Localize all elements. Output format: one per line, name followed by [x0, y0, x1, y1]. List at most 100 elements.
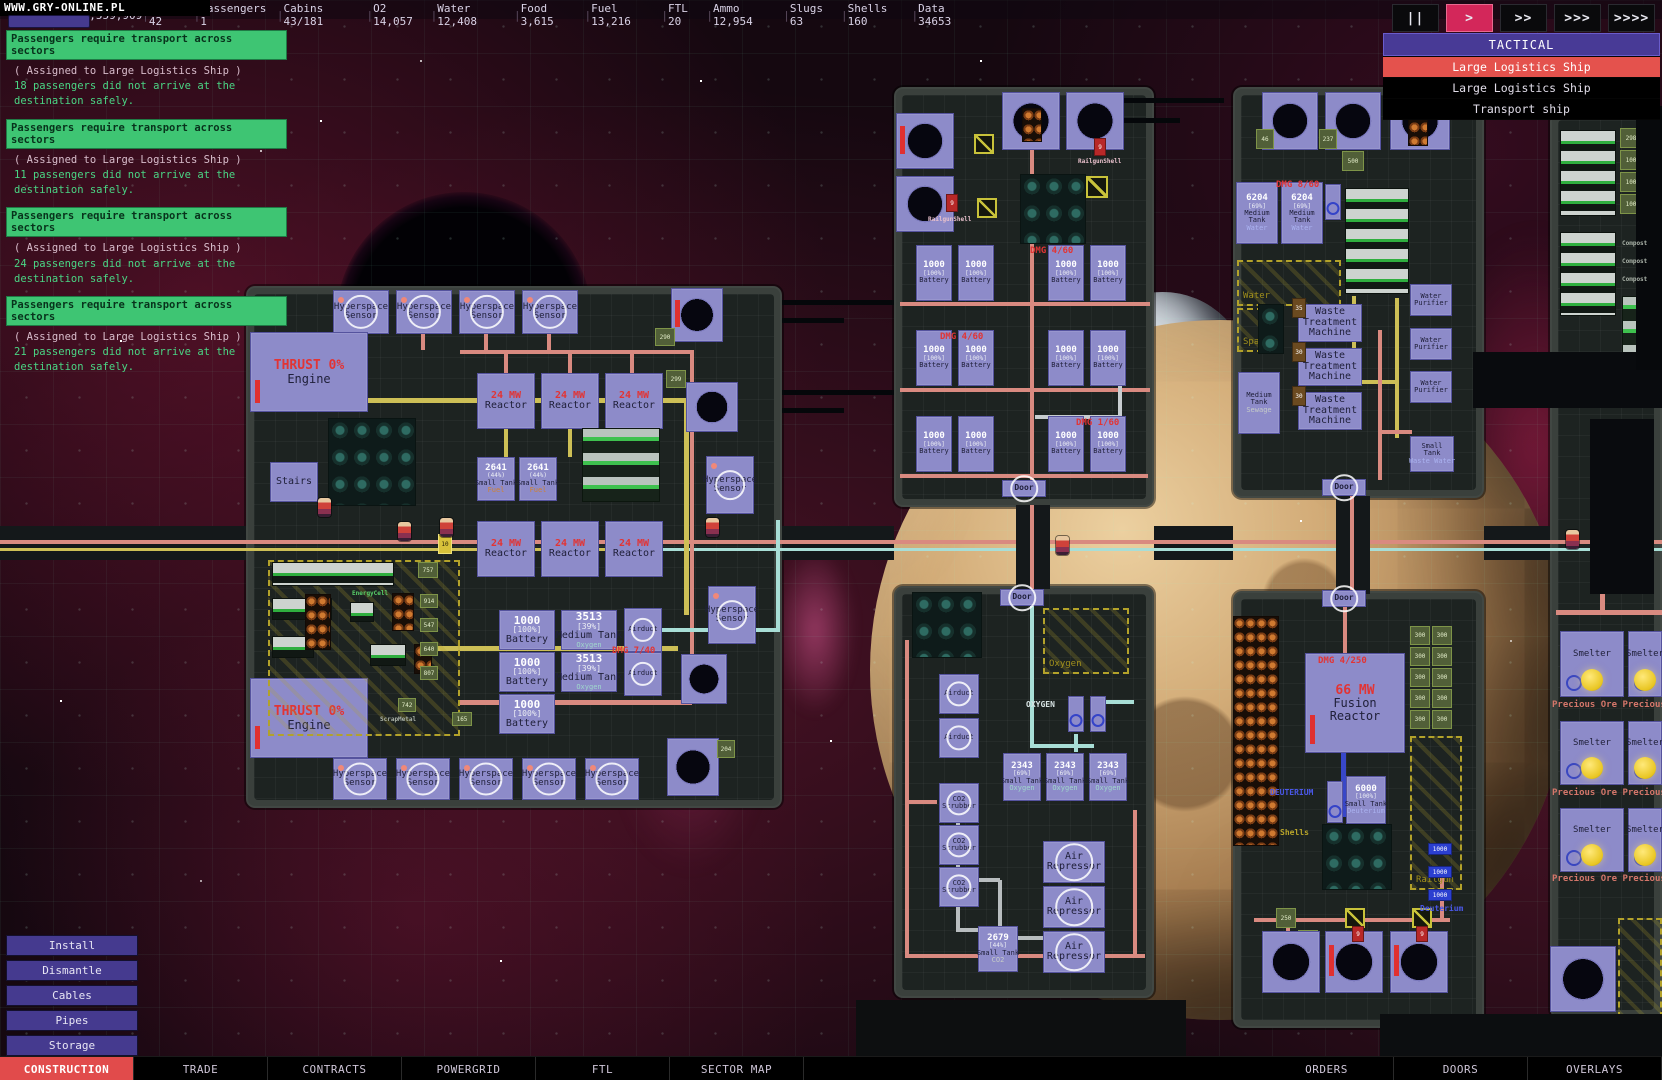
airlock[interactable] [1262, 92, 1318, 150]
tab-sector-map[interactable]: SECTOR MAP [670, 1057, 804, 1080]
machinery-rack[interactable] [328, 418, 416, 506]
crew-member[interactable] [1566, 530, 1579, 549]
time-speed-button[interactable]: || [1392, 4, 1439, 32]
storage-rack[interactable] [350, 602, 374, 622]
notification-card[interactable]: Passengers require transport across sect… [6, 118, 287, 201]
storage-rack[interactable] [1560, 232, 1616, 316]
storage-rack[interactable] [370, 644, 406, 666]
module-1000-100-battery[interactable]: 1000[100%]Battery [1048, 416, 1084, 472]
tab-orders[interactable]: ORDERS [1260, 1057, 1394, 1080]
airlock[interactable] [667, 738, 719, 796]
module-1000-100-battery[interactable]: 1000[100%]Battery [958, 330, 994, 386]
machinery-rack[interactable] [912, 592, 982, 658]
machinery-rack[interactable] [1322, 824, 1392, 890]
storage-rack[interactable] [1560, 130, 1616, 216]
vent[interactable] [1327, 781, 1343, 823]
airlock[interactable] [1262, 931, 1320, 993]
door[interactable]: Door [1322, 479, 1366, 496]
notification-card[interactable]: Passengers require transport across sect… [6, 295, 287, 378]
crew-member[interactable] [440, 518, 453, 537]
module-airduct[interactable]: Airduct [939, 674, 979, 714]
module-1000-100-battery[interactable]: 1000[100%]Battery [958, 416, 994, 472]
time-speed-button[interactable]: >>> [1554, 4, 1601, 32]
module-smelter[interactable]: Smelter [1626, 808, 1662, 872]
airlock[interactable] [681, 654, 727, 704]
airlock[interactable] [896, 113, 954, 169]
time-speed-button[interactable]: > [1446, 4, 1493, 32]
storage-rack[interactable] [272, 636, 314, 658]
ammo-rack[interactable] [1233, 616, 1279, 846]
module-1000-100-battery[interactable]: 1000[100%]Battery [1090, 416, 1126, 472]
tactical-ship-item[interactable]: Large Logistics Ship [1383, 78, 1660, 98]
vent[interactable] [1325, 184, 1341, 220]
module-smelter[interactable]: Smelter [1560, 808, 1624, 872]
door[interactable]: Door [1002, 480, 1046, 497]
tab-trade[interactable]: TRADE [134, 1057, 268, 1080]
tool-button-cables[interactable]: Cables [6, 985, 138, 1006]
airlock[interactable] [1325, 92, 1381, 150]
airlock[interactable] [686, 382, 738, 432]
module-1000-100-battery[interactable]: 1000[100%]Battery [1048, 245, 1084, 301]
storage-rack[interactable] [272, 562, 394, 586]
tool-button-install[interactable]: Install [6, 935, 138, 956]
tactical-ship-item[interactable]: Transport ship [1383, 99, 1660, 119]
power-node[interactable] [977, 198, 997, 218]
airlock[interactable] [1550, 946, 1616, 1012]
tactical-ship-item[interactable]: Large Logistics Ship [1383, 57, 1660, 77]
module-1000-100-battery[interactable]: 1000[100%]Battery [916, 245, 952, 301]
module-stairs[interactable]: Stairs [270, 462, 318, 502]
module-airduct[interactable]: Airduct [624, 652, 662, 696]
module-1000-100-battery[interactable]: 1000[100%]Battery [499, 610, 555, 650]
tab-contracts[interactable]: CONTRACTS [268, 1057, 402, 1080]
notification-card[interactable]: Passengers require transport across sect… [6, 207, 287, 289]
storage-rack[interactable] [1345, 188, 1409, 294]
module-1000-100-battery[interactable]: 1000[100%]Battery [958, 245, 994, 301]
time-speed-button[interactable]: >>>> [1608, 4, 1655, 32]
power-node[interactable] [1086, 176, 1108, 198]
module-1000-100-battery[interactable]: 1000[100%]Battery [916, 330, 952, 386]
crew-member[interactable] [318, 498, 331, 517]
module-thrust-0-engine[interactable]: THRUST 0%Engine [250, 332, 368, 412]
obscured-button[interactable] [8, 15, 90, 28]
ammo-rack[interactable] [1022, 108, 1042, 142]
module-1000-100-battery[interactable]: 1000[100%]Battery [499, 694, 555, 734]
power-node[interactable] [1345, 908, 1365, 928]
module-airduct[interactable]: Airduct [939, 718, 979, 758]
ammo-rack[interactable] [305, 594, 331, 650]
time-speed-button[interactable]: >> [1500, 4, 1547, 32]
machinery-rack[interactable] [1020, 174, 1086, 244]
tool-button-pipes[interactable]: Pipes [6, 1010, 138, 1031]
